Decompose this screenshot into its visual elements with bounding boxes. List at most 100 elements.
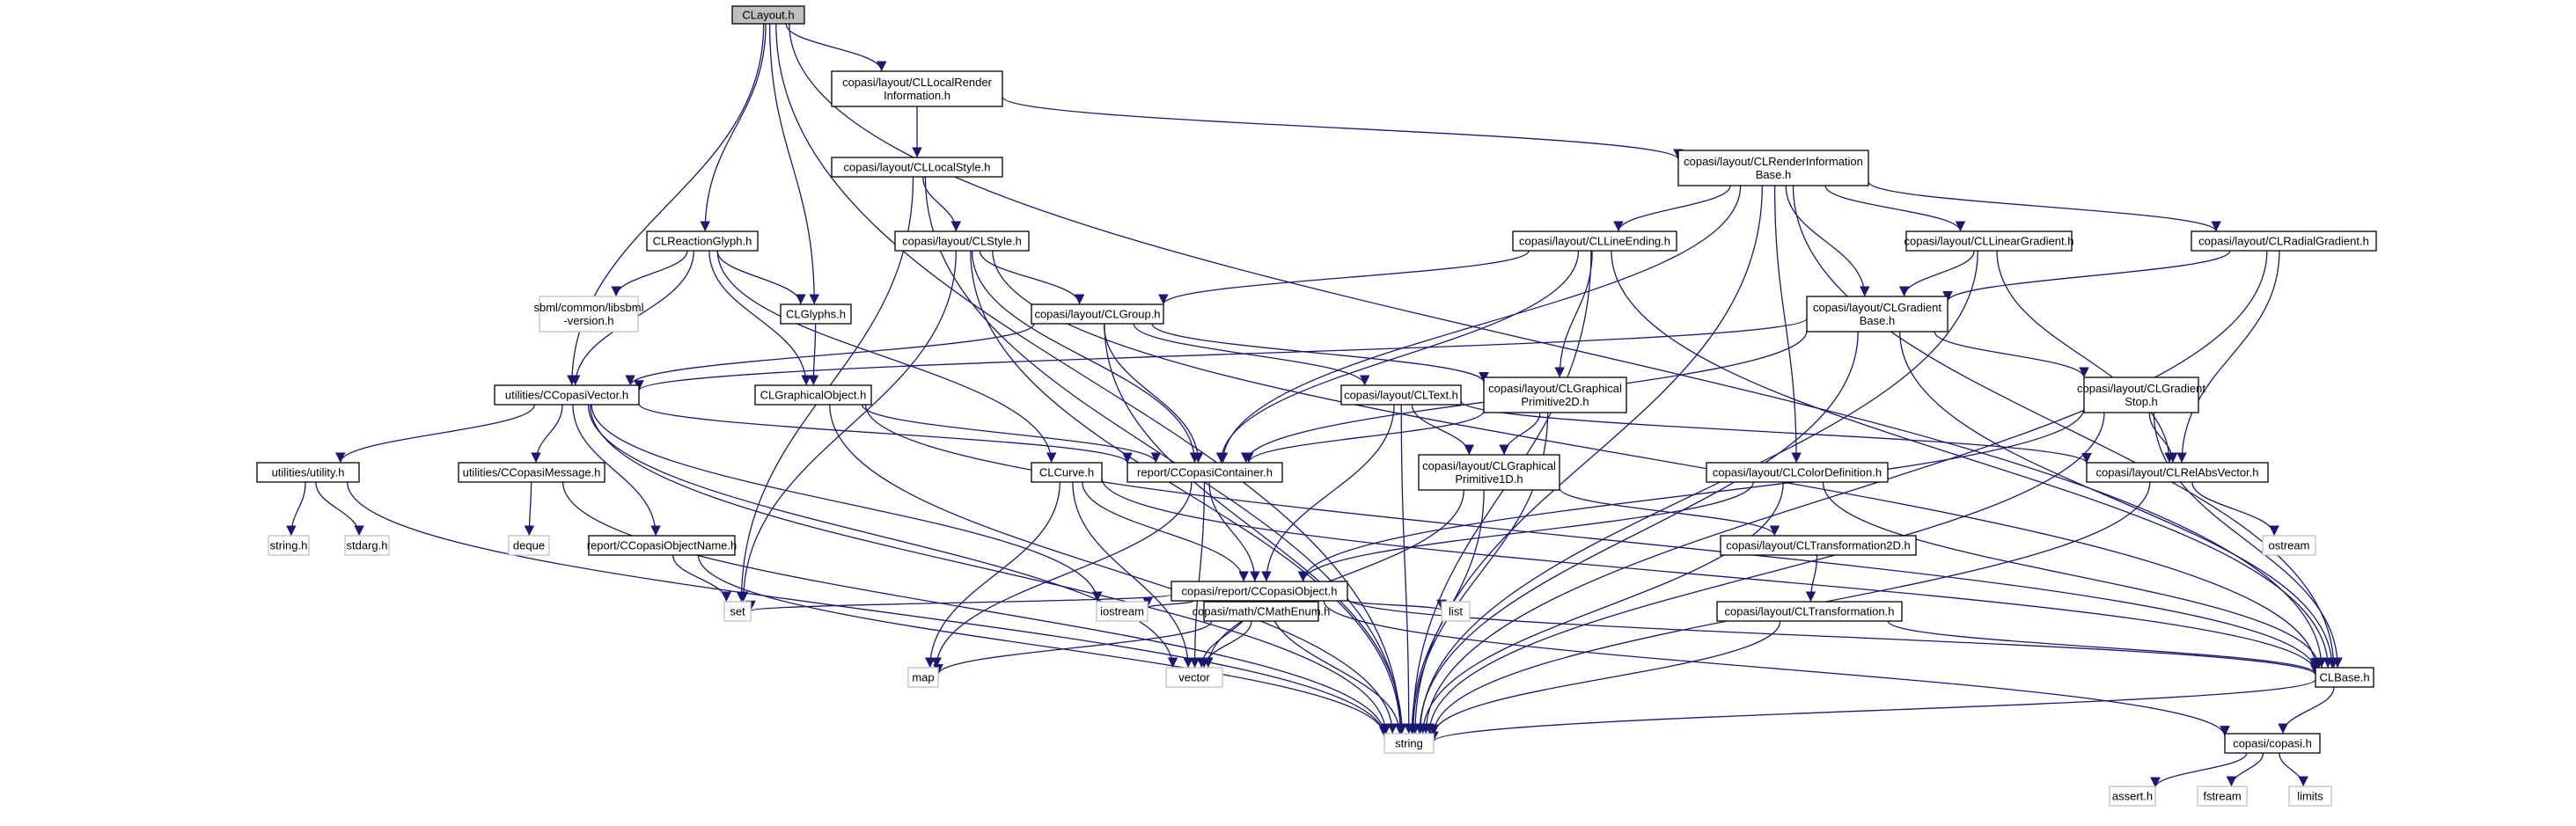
dependency-edge bbox=[1142, 596, 1195, 609]
node-box bbox=[1203, 601, 1319, 622]
dependency-edge bbox=[561, 481, 1390, 736]
node-box bbox=[1512, 230, 1677, 252]
node-box bbox=[894, 230, 1030, 252]
dependency-edge bbox=[1785, 185, 1870, 297]
file-node[interactable]: copasi/report/CCopasiObject.h bbox=[1171, 581, 1348, 602]
dependency-edge bbox=[1554, 250, 1593, 378]
node-box bbox=[1171, 581, 1348, 602]
external-header-node: assert.h bbox=[2109, 786, 2156, 807]
file-node[interactable]: copasi/layout/CLColorDefinition.h bbox=[1706, 462, 1889, 483]
file-node[interactable]: copasi/layout/CLLocalStyle.h bbox=[831, 157, 1003, 178]
root-file-node[interactable]: CLayout.h bbox=[731, 5, 805, 25]
node-label: copasi/report/CCopasiObject.h bbox=[1181, 584, 1337, 597]
dependency-edge bbox=[1400, 404, 1414, 735]
node-label: string bbox=[1395, 736, 1423, 749]
dependency-edge bbox=[1323, 600, 2230, 736]
dependency-edge bbox=[1428, 620, 1781, 735]
dependency-edge bbox=[625, 323, 1035, 386]
node-label: list bbox=[1449, 604, 1463, 618]
dependency-edge bbox=[638, 403, 1133, 464]
file-node[interactable]: utilities/CCopasiMessage.h bbox=[458, 462, 605, 483]
node-box bbox=[2288, 786, 2332, 807]
dependency-edge bbox=[334, 404, 535, 464]
dependency-edge bbox=[1424, 412, 2105, 735]
dependency-edge bbox=[808, 323, 819, 386]
file-node[interactable]: CLCurve.h bbox=[1031, 462, 1103, 483]
node-box bbox=[256, 462, 360, 483]
file-node[interactable]: CLReactionGlyph.h bbox=[646, 230, 759, 252]
file-node[interactable]: CLGraphicalObject.h bbox=[754, 384, 872, 406]
node-box bbox=[2262, 535, 2316, 556]
file-node[interactable]: copasi/layout/CLTransformation.h bbox=[1716, 601, 1903, 622]
dependency-edge bbox=[716, 250, 1057, 464]
node-layer: CLayout.h copasi/layout/CLLocalRenderInfo… bbox=[256, 5, 2377, 807]
dependency-edge bbox=[611, 250, 688, 297]
node-label: Base.h bbox=[1756, 168, 1791, 181]
node-label: map bbox=[912, 670, 934, 683]
file-node[interactable]: copasi/layout/CLRadialGradient.h bbox=[2191, 230, 2377, 252]
dependency-edge bbox=[531, 404, 563, 464]
node-label: sbml/common/libsbml bbox=[534, 301, 644, 314]
dependency-edge bbox=[1298, 481, 1754, 582]
dependency-edge bbox=[789, 23, 2327, 669]
node-box bbox=[1806, 296, 1949, 333]
dependency-edge bbox=[1297, 407, 2085, 582]
dependency-edge bbox=[1773, 185, 1802, 464]
node-label: CLReactionGlyph.h bbox=[653, 234, 752, 247]
dependency-edge bbox=[1792, 185, 2339, 669]
dependency-edge bbox=[933, 620, 1213, 675]
node-box bbox=[1706, 462, 1889, 483]
dependency-edge bbox=[1189, 481, 1206, 669]
file-node[interactable]: CLBase.h bbox=[2315, 667, 2374, 688]
node-label: utilities/CCopasiVector.h bbox=[505, 388, 628, 401]
file-node[interactable]: report/CCopasiContainer.h bbox=[1127, 462, 1283, 483]
dependency-edge bbox=[1133, 323, 1370, 386]
dependency-edge bbox=[2191, 481, 2279, 537]
node-box bbox=[1383, 733, 1435, 754]
file-node[interactable]: copasi/layout/CLLinearGradient.h bbox=[1904, 230, 2074, 252]
file-node[interactable]: copasi/layout/CLText.h bbox=[1340, 384, 1462, 406]
node-label: ostream bbox=[2269, 538, 2310, 552]
node-label: copasi/layout/CLGroup.h bbox=[1034, 307, 1160, 320]
node-box bbox=[2191, 230, 2377, 252]
node-label: CLBase.h bbox=[2319, 670, 2369, 683]
file-node[interactable]: copasi/layout/CLGroup.h bbox=[1031, 303, 1164, 325]
file-node[interactable]: utilities/CCopasiVector.h bbox=[494, 384, 640, 406]
file-node[interactable]: copasi/layout/CLStyle.h bbox=[894, 230, 1030, 252]
dependency-edge bbox=[861, 404, 1162, 464]
dependency-edge bbox=[2176, 250, 2280, 464]
node-box bbox=[907, 667, 939, 688]
file-node[interactable]: copasi/layout/CLLineEnding.h bbox=[1512, 230, 1677, 252]
file-node[interactable]: report/CCopasiObjectName.h bbox=[587, 535, 738, 556]
file-node[interactable]: copasi/layout/CLRelAbsVector.h bbox=[2086, 462, 2269, 483]
dependency-edge bbox=[775, 23, 1406, 735]
dependency-edge bbox=[1407, 250, 1592, 735]
node-box bbox=[2109, 786, 2156, 807]
dependency-edge bbox=[864, 404, 2321, 672]
external-header-node: ostream bbox=[2262, 535, 2316, 556]
dependency-edge bbox=[1072, 481, 1193, 669]
external-header-node: map bbox=[907, 667, 939, 688]
file-node[interactable]: utilities/utility.h bbox=[256, 462, 360, 483]
file-node[interactable]: copasi/layout/CLTransformation2D.h bbox=[1720, 535, 1917, 556]
node-label: -version.h bbox=[563, 314, 613, 327]
dependency-edge bbox=[970, 250, 1406, 735]
dependency-edge bbox=[1613, 185, 1731, 232]
file-node[interactable]: copasi/math/CMathEnum.h bbox=[1193, 601, 1331, 622]
dependency-edge bbox=[924, 176, 1406, 735]
file-node[interactable]: copasi/copasi.h bbox=[2224, 733, 2321, 754]
dependency-edge bbox=[700, 23, 767, 232]
dependency-edge bbox=[1244, 410, 1485, 464]
file-node[interactable]: CLGlyphs.h bbox=[780, 303, 852, 325]
node-label: fstream bbox=[2203, 789, 2241, 802]
dependency-edge bbox=[591, 404, 1103, 603]
node-box bbox=[539, 296, 639, 333]
node-box bbox=[2224, 733, 2321, 754]
